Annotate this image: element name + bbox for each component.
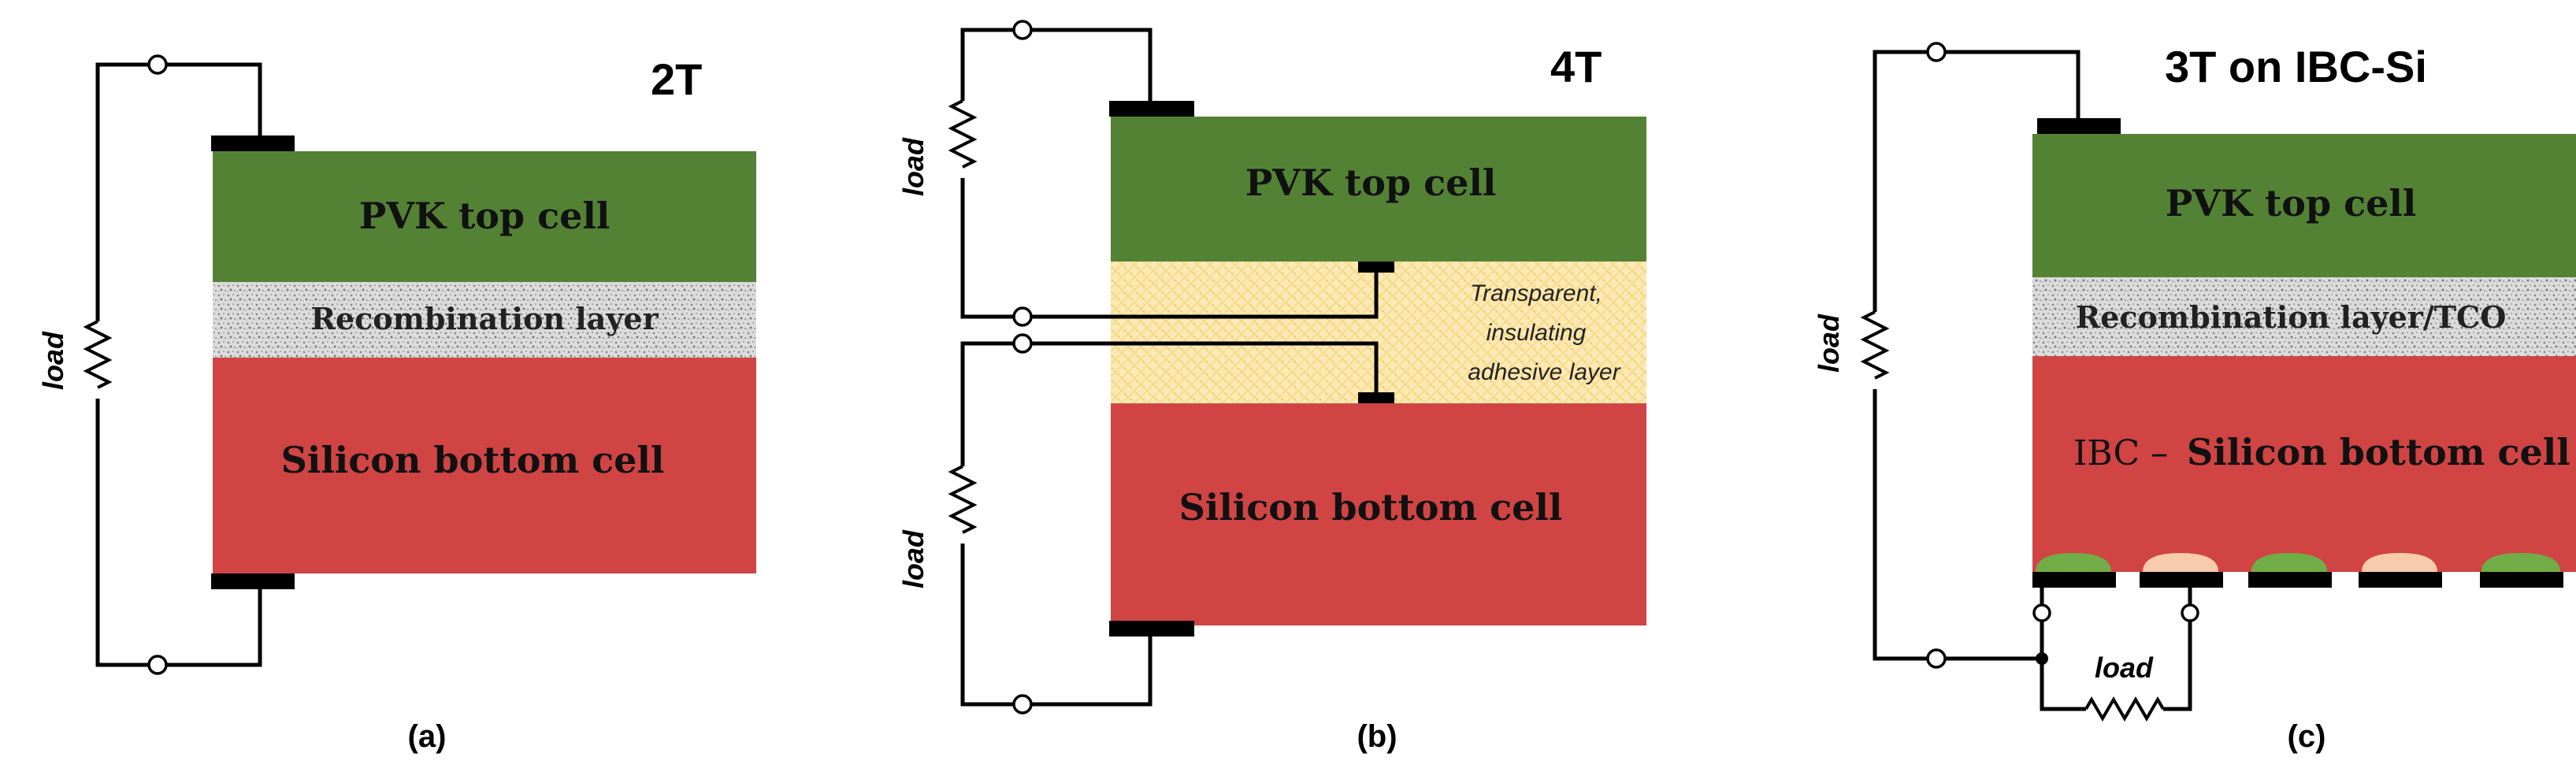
back-contact-n [2036,553,2111,572]
terminal-node [1926,42,1947,62]
adhesive-layer [1111,262,1646,403]
silicon-bottom-cell-label: Silicon bottom cell [1179,486,1563,529]
panel-b-title: 4T [1550,42,1602,91]
load-resistor-bottom [2084,696,2165,722]
back-contact-p [2143,553,2218,572]
panel-c-caption: (c) [2288,719,2326,754]
circuit-wire-common [2040,588,2086,711]
panel-b: 4T PVK top cell Transparent, insulating … [897,20,1646,754]
terminal-node [1926,648,1947,669]
front-contact [2037,118,2121,134]
terminal-node [2181,603,2199,622]
adhesive-label-line-2: insulating [1487,320,1587,346]
circuit-wire-left-return [1873,389,2042,661]
pvk-top-cell-layer [2032,134,2576,277]
circuit-wire-bottom-return [960,544,1153,707]
recombination-tco-label: Recombination layer/TCO [2076,299,2507,335]
circuit-wire-bottom [960,341,1379,466]
circuit-wire-right [2163,588,2192,711]
rear-contact [1109,621,1194,637]
silicon-bottom-cell-label: Silicon bottom cell [281,439,665,481]
terminal-node [147,655,168,675]
junction-node [2036,652,2048,665]
terminal-node [2032,603,2051,622]
terminal-node [1012,694,1033,714]
load-label-top: load [897,137,930,196]
rear-contact [211,573,295,589]
back-contact-bar [2032,572,2116,588]
terminal-node [147,54,168,75]
load-label-left: load [1813,314,1845,373]
adhesive-label-line-1: Transparent, [1470,280,1602,306]
panel-c: 3T on IBC-Si PVK top cell Recombination … [1813,42,2576,754]
back-contact-bar [2359,572,2442,588]
silicon-bottom-cell-layer [213,358,756,573]
circuit-wire-top [960,28,1153,101]
load-label-bottom: load [2095,651,2154,684]
circuit-wire-top [95,62,262,321]
back-contact-bar [2480,572,2563,588]
back-contact-bar [2248,572,2332,588]
interlayer-contact-bottom [1358,392,1394,403]
terminal-node [1012,306,1033,327]
back-contact-n [2251,553,2327,572]
front-contact [211,135,295,151]
silicon-bottom-cell-layer [1111,403,1646,625]
terminal-node [1012,20,1033,40]
load-resistor-top [948,99,978,169]
ibc-silicon-bottom-cell-layer [2032,356,2576,572]
ibc-silicon-bottom-cell-label: Silicon bottom cell [2187,431,2570,473]
pvk-top-cell-label: PVK top cell [2166,182,2417,225]
panel-a-caption: (a) [408,719,447,754]
recombination-tco-layer [2032,277,2576,356]
adhesive-label-line-3: adhesive layer [1468,359,1620,385]
panel-a: 2T PVK top cell Recombination layer Sili… [37,54,756,754]
circuit-wire-bottom [95,399,262,667]
recombination-layer [213,282,756,358]
recombination-layer-label: Recombination layer [310,301,659,336]
pvk-top-cell-layer [213,151,756,282]
panel-c-title: 3T on IBC-Si [2165,42,2427,91]
load-resistor-bottom [948,465,978,534]
pvk-top-cell-label: PVK top cell [359,195,611,237]
back-contact-p [2362,553,2437,572]
terminal-node [1012,333,1033,354]
panel-b-caption: (b) [1357,719,1397,754]
panel-a-title: 2T [651,54,702,104]
load-resistor-left [1860,310,1890,380]
pvk-top-cell-layer [1111,117,1646,262]
circuit-wire-top-return [960,178,1379,319]
front-contact [1109,101,1194,117]
interlayer-contact-top [1358,262,1394,273]
load-resistor [83,320,113,389]
pvk-top-cell-label: PVK top cell [1245,161,1497,204]
ibc-prefix-label: IBC – [2073,433,2168,473]
circuit-wire-top [1873,50,2080,312]
back-contact-n [2481,553,2560,572]
load-label-bottom: load [897,529,930,588]
back-contact-bar [2140,572,2223,588]
load-label: load [37,331,69,390]
